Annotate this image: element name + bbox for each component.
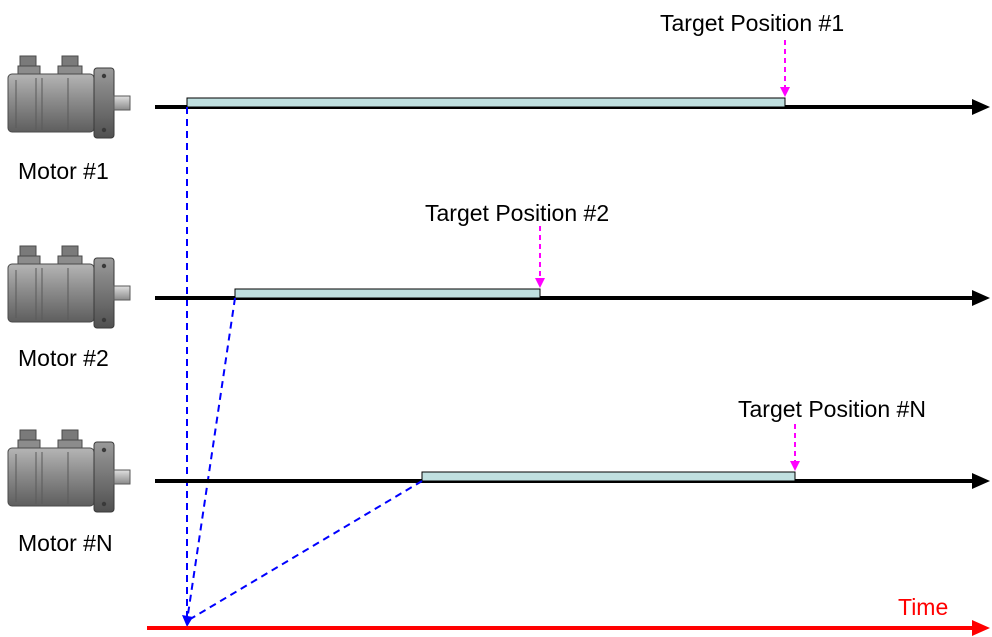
motor-2-axis-arrowhead [972, 290, 990, 306]
target-n-marker-arrowhead [790, 461, 800, 471]
motor-1-motion-bar [186, 97, 786, 108]
motor-2-icon [7, 245, 131, 329]
sync-arrowhead [182, 615, 193, 627]
motor-n-icon [7, 429, 131, 513]
sync-line-motor-n [186, 480, 423, 622]
time-axis-label: Time [898, 594, 949, 620]
time-axis-arrowhead [972, 620, 990, 636]
motor-2-motion-bar [234, 288, 541, 299]
motor-n-axis-arrowhead [972, 473, 990, 489]
motor-1-axis-arrowhead [972, 99, 990, 115]
target-position-1-label: Target Position #1 [660, 10, 845, 36]
target-position-n-label: Target Position #N [738, 396, 926, 422]
target-2-marker-arrowhead [535, 278, 545, 288]
target-1-marker-arrowhead [780, 87, 790, 97]
sync-line-motor-2 [186, 297, 236, 622]
motor-n-motion-bar [421, 471, 796, 482]
motor-n-label: Motor #N [18, 530, 113, 556]
target-position-2-label: Target Position #2 [425, 200, 610, 226]
motor-2-label: Motor #2 [18, 345, 109, 371]
motor-1-label: Motor #1 [18, 158, 109, 184]
motor-1-icon [7, 55, 131, 139]
